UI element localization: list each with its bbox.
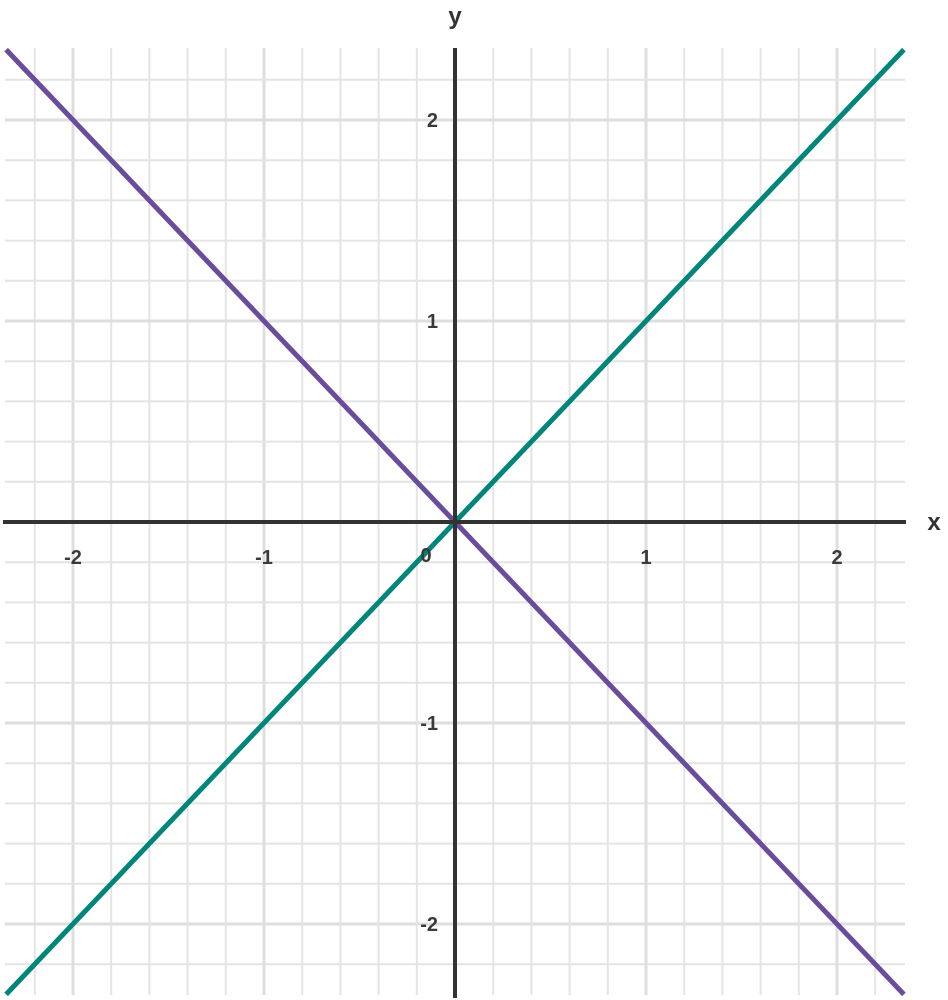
tick-labels: -2 -1 1 2 -2 -1 1 2 xyxy=(64,110,842,936)
y-axis-title: y xyxy=(448,3,462,30)
x-tick-label: 2 xyxy=(831,547,842,569)
x-tick-label: -2 xyxy=(64,547,82,569)
x-axis-title: x xyxy=(927,509,941,536)
x-tick-label: 1 xyxy=(640,547,651,569)
y-tick-label: 2 xyxy=(427,110,438,132)
y-tick-label: -2 xyxy=(420,914,438,936)
y-tick-label: 1 xyxy=(427,311,438,333)
x-tick-label: -1 xyxy=(255,547,273,569)
y-tick-label: -1 xyxy=(420,713,438,735)
axes xyxy=(3,48,906,998)
origin-label: 0 xyxy=(420,545,431,567)
